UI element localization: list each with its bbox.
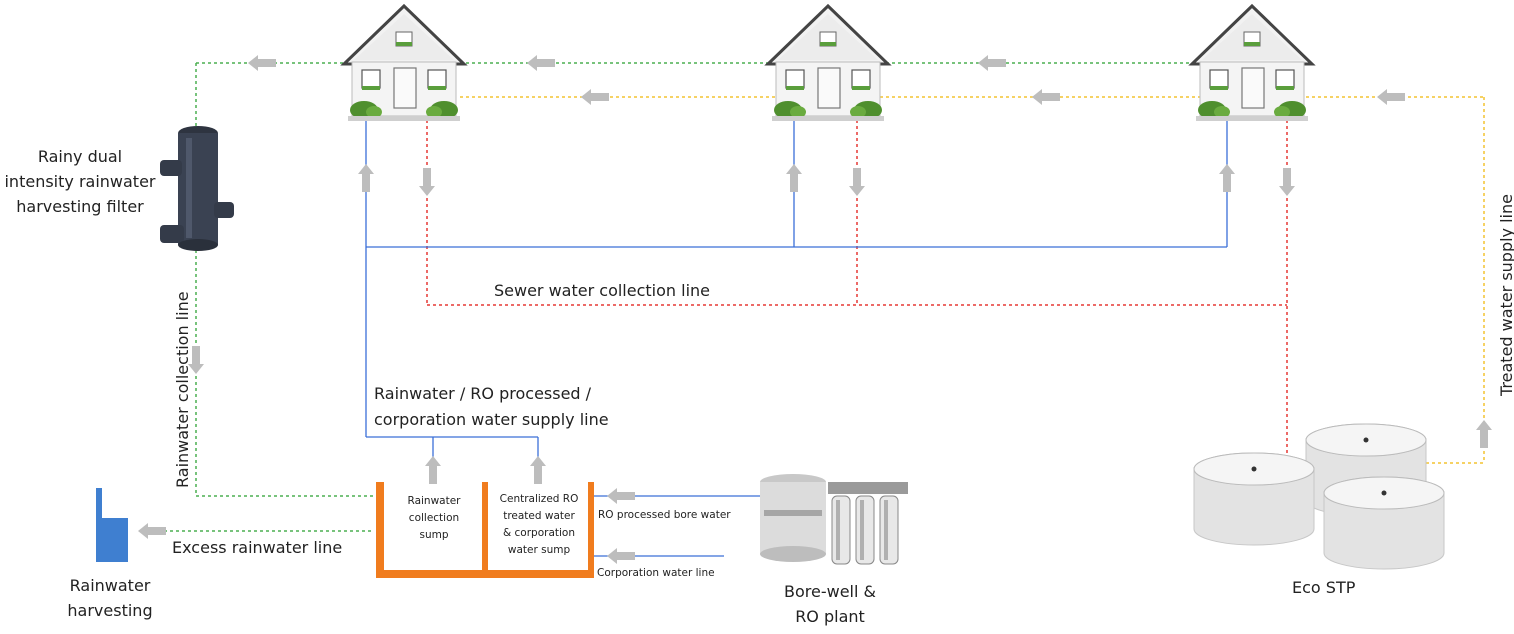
rainwater-harvesting-label: Rainwater harvesting (40, 573, 180, 623)
rainwater-harvesting-label-line: Rainwater (69, 576, 151, 595)
collection-sump-label-line: Rainwater (407, 495, 461, 507)
ro-sump-label-line: & corporation (503, 527, 575, 539)
collection-sump-label-line: sump (419, 529, 449, 541)
stp-tank-icon (1193, 423, 1445, 570)
sewer-line (426, 120, 1288, 465)
filter-label-line: Rainy dual (37, 147, 123, 166)
ro-sump-label-line: Centralized RO (499, 493, 579, 505)
collection-sump-label-line: collection (408, 512, 460, 524)
rainwater-harvesting-label-line: harvesting (67, 601, 153, 620)
borewell-label: Bore-well & RO plant (760, 579, 900, 629)
harvest-tank-icon (96, 488, 128, 562)
supply-line-label-line: Rainwater / RO processed / (374, 384, 592, 403)
ro-bore-water-label: RO processed bore water (598, 509, 731, 521)
supply-line-label: Rainwater / RO processed / corporation w… (374, 381, 609, 433)
filter-label-line: intensity rainwater (4, 172, 156, 191)
filter-label: Rainy dual intensity rainwater harvestin… (0, 144, 160, 219)
borewell-label-line: RO plant (795, 607, 865, 626)
house-icon (342, 4, 466, 123)
filter-label-line: harvesting filter (16, 197, 144, 216)
ro-plant-icon (760, 474, 908, 565)
ro-sump-label-line: water sump (507, 544, 571, 556)
treated-line-label: Treated water supply line (1497, 194, 1514, 396)
borewell-label-line: Bore-well & (784, 582, 876, 601)
supply-line-label-line: corporation water supply line (374, 410, 609, 429)
sewer-line-label: Sewer water collection line (494, 281, 710, 300)
eco-stp-label: Eco STP (1292, 578, 1356, 597)
ro-sump-label: Centralized RO treated water & corporati… (490, 491, 588, 559)
filter-icon (160, 126, 234, 251)
house-icon (1190, 4, 1314, 123)
rainwater-collection-line-label: Rainwater collection line (173, 291, 192, 488)
corporation-line-label: Corporation water line (597, 567, 715, 579)
treated-water-line (460, 96, 1485, 464)
house-icon (766, 4, 890, 123)
sump (376, 482, 594, 578)
ro-sump-label-line: treated water (503, 510, 575, 522)
excess-line-label: Excess rainwater line (172, 538, 343, 557)
collection-sump-label: Rainwater collection sump (386, 493, 482, 544)
